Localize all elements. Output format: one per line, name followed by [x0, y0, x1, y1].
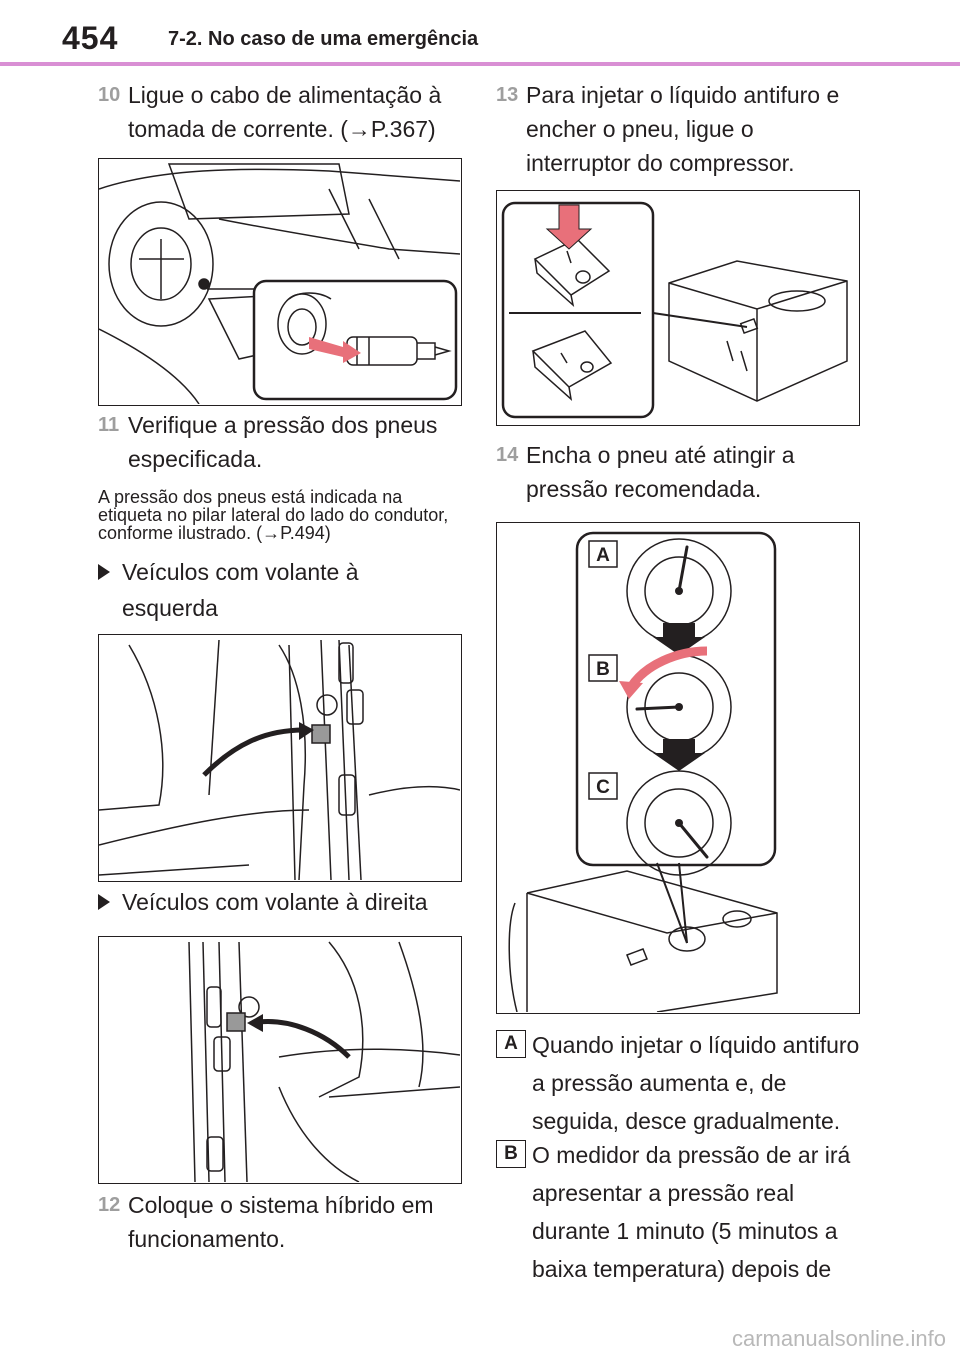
door-pillar-illustration-right: [188, 941, 460, 1182]
legend-tag: B: [496, 1140, 526, 1168]
dashboard-outlet-illustration: [99, 163, 460, 404]
legend-tag: A: [496, 1030, 526, 1058]
step-10: 10 Ligue o cabo de alimentação à tomada …: [98, 78, 458, 146]
triangle-bullet-icon: [98, 564, 110, 580]
watermark: carmanualsonline.info: [731, 1326, 946, 1351]
page-number: 454: [62, 20, 119, 56]
insert-arrow-icon: [309, 337, 361, 363]
figure-pressure-gauges: A B C: [496, 522, 860, 1014]
header-rule: [0, 62, 960, 66]
step-text: Encha o pneu até atingir a pressão recom…: [526, 442, 795, 502]
step-number: 10: [98, 84, 121, 106]
step-11: 11 Verifique a pressão dos pneus especif…: [98, 408, 458, 476]
legend-text: O medidor da pressão de ar irá apresenta…: [532, 1142, 851, 1282]
section-title: 7-2. No caso de uma emergência: [168, 28, 479, 50]
gauge-sequence-illustration: A B C: [508, 531, 778, 1012]
pressure-label-marker: [311, 724, 331, 744]
step-text: Coloque o sistema híbrido em funcionamen…: [128, 1192, 434, 1252]
step-number: 13: [496, 84, 519, 106]
step-14: 14 Encha o pneu até atingir a pressão re…: [496, 438, 862, 506]
gauge-label-b: B: [596, 659, 610, 680]
figure-pillar-left: [98, 634, 462, 882]
figure-power-outlet: [98, 158, 462, 406]
figure-compressor-switch: [496, 190, 860, 426]
step-13: 13 Para injetar o líquido antifuro e enc…: [496, 78, 862, 180]
step-text: Verifique a pressão dos pneus especifica…: [128, 412, 438, 472]
down-arrow-icon: [653, 739, 705, 771]
figure-pillar-right: [98, 936, 462, 1184]
triangle-bullet-icon: [98, 894, 110, 910]
gauge-label-a: A: [596, 545, 610, 566]
legend-a: A Quando injetar o líquido antifuro a pr…: [496, 1026, 862, 1140]
step-text: Ligue o cabo de alimentação à tomada de …: [128, 82, 442, 142]
gauge-label-c: C: [596, 777, 610, 798]
pointer-arrow-icon: [202, 727, 305, 777]
pressure-note: A pressão dos pneus está indicada na eti…: [98, 487, 449, 543]
bullet-right-hand-drive: Veículos com volante à direita: [98, 884, 458, 920]
door-pillar-illustration-left: [99, 639, 460, 880]
press-down-arrow-icon: [545, 204, 593, 250]
legend-text: Quando injetar o líquido antifuro a pres…: [532, 1032, 860, 1134]
compressor-switch-illustration: [501, 201, 848, 419]
down-arrow-icon: [653, 623, 705, 655]
pointer-arrow-icon: [258, 1019, 351, 1059]
page-header: 454 7-2. No caso de uma emergência: [0, 0, 960, 66]
step-number: 11: [98, 414, 120, 436]
bullet-left-hand-drive: Veículos com volante à esquerda: [98, 554, 458, 626]
legend-b: B O medidor da pressão de ar irá apresen…: [496, 1136, 862, 1288]
pressure-label-marker: [226, 1012, 246, 1032]
step-12: 12 Coloque o sistema híbrido em funciona…: [98, 1188, 458, 1256]
step-number: 14: [496, 444, 519, 466]
step-number: 12: [98, 1194, 121, 1216]
decrease-arrow-icon: [627, 646, 708, 690]
step-text: Para injetar o líquido antifuro e encher…: [526, 82, 840, 176]
